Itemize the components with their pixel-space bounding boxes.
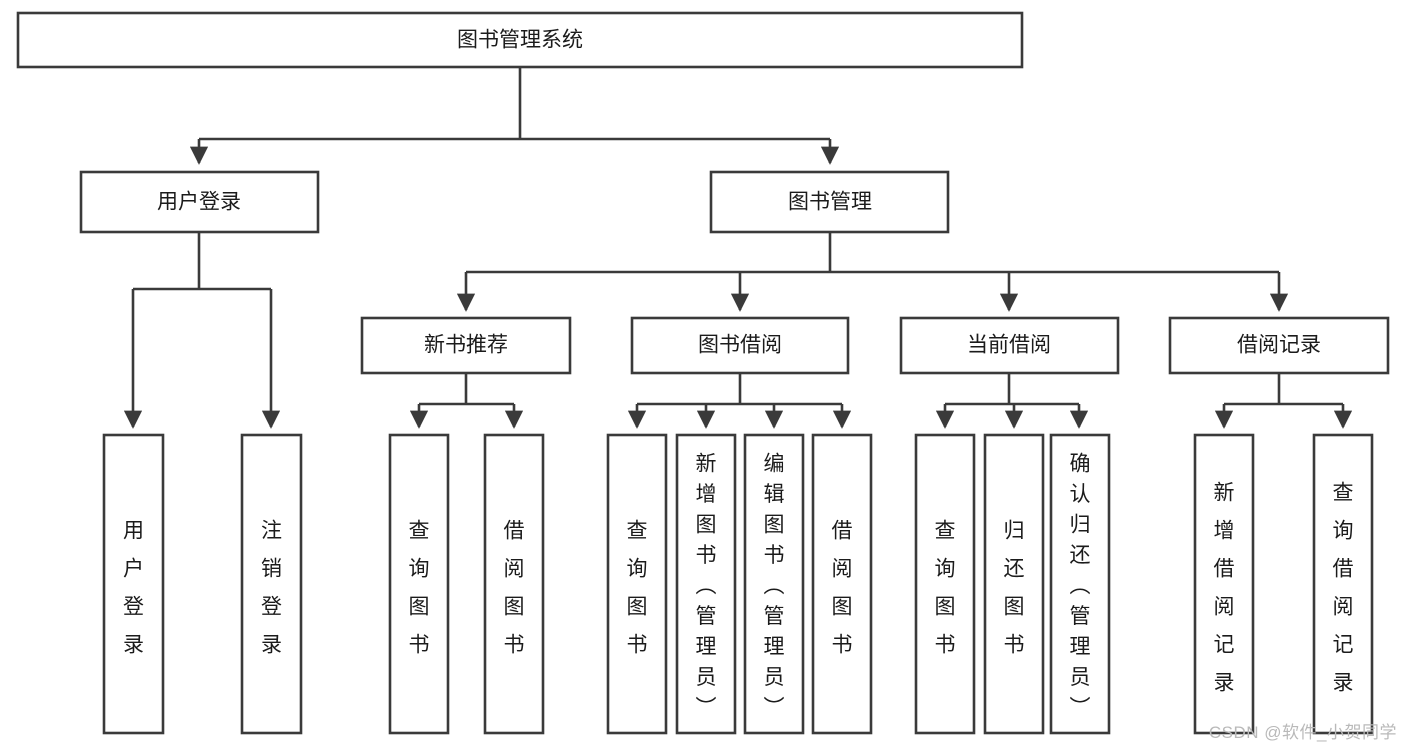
leaf-book-borrow-3[interactable] <box>743 433 805 735</box>
leaf-current-borrow-3[interactable] <box>1049 433 1111 735</box>
node-book-borrow-label: 图书借阅 <box>698 334 782 357</box>
leaf-new-book-1-box[interactable] <box>388 433 450 735</box>
node-borrow-record-box[interactable] <box>1168 316 1390 375</box>
leaf-book-borrow-4-label: 借阅图书 <box>832 520 853 657</box>
leaf-book-borrow-2-box[interactable] <box>675 433 737 735</box>
node-user-login[interactable]: 用户登录 <box>79 170 320 234</box>
leaf-current-borrow-2-box[interactable] <box>983 433 1045 735</box>
leaf-current-borrow-3-label: 确认归还︵管理员︶ <box>1070 453 1091 720</box>
node-root-label: 图书管理系统 <box>457 29 583 52</box>
leaf-user-login-2-box[interactable] <box>240 433 303 735</box>
connector-layer <box>123 67 1353 429</box>
leaf-user-login-1-box[interactable] <box>102 433 165 735</box>
node-book-borrow[interactable]: 图书借阅 <box>630 316 850 375</box>
node-book-manage-label: 图书管理 <box>788 191 872 214</box>
leaf-book-borrow-4-box[interactable] <box>811 433 873 735</box>
node-new-book-recommend-box[interactable] <box>360 316 572 375</box>
node-root-box[interactable] <box>16 11 1024 69</box>
leaf-current-borrow-2-label: 归还图书 <box>1004 520 1025 657</box>
leaf-current-borrow-1-box[interactable] <box>914 433 976 735</box>
leaf-new-book-2-box[interactable] <box>483 433 545 735</box>
leaf-user-login-2-label: 注销登录 <box>261 520 282 657</box>
leaf-book-borrow-1-label: 查询图书 <box>627 520 648 657</box>
node-root[interactable]: 图书管理系统 <box>16 11 1024 69</box>
leaf-new-book-1-label: 查询图书 <box>409 520 430 657</box>
leaf-new-book-2-label: 借阅图书 <box>504 520 525 657</box>
leaf-borrow-record-2-box[interactable] <box>1312 433 1374 735</box>
leaf-borrow-record-2-label: 查询借阅记录 <box>1333 482 1354 695</box>
leaf-book-borrow-1-box[interactable] <box>606 433 668 735</box>
leaf-book-borrow-3-box[interactable] <box>743 433 805 735</box>
leaf-user-login-1[interactable] <box>102 433 165 735</box>
node-borrow-record[interactable]: 借阅记录 <box>1168 316 1390 375</box>
leaf-book-borrow-2-label: 新增图书︵管理员︶ <box>696 453 717 720</box>
leaf-book-borrow-2[interactable] <box>675 433 737 735</box>
node-new-book-recommend[interactable]: 新书推荐 <box>360 316 572 375</box>
leaf-book-borrow-4[interactable] <box>811 433 873 735</box>
leaf-current-borrow-2[interactable] <box>983 433 1045 735</box>
leaf-label-layer: 用户登录 注销登录 查询图书 借阅图书 查询图书 新增图书︵管理员︶ 编辑图书︵管理员︶ 借阅… <box>123 453 1354 720</box>
node-user-login-label: 用户登录 <box>157 191 241 214</box>
leaf-user-login-2[interactable] <box>240 433 303 735</box>
node-new-book-recommend-label: 新书推荐 <box>424 334 508 357</box>
node-current-borrow[interactable]: 当前借阅 <box>899 316 1120 375</box>
node-book-manage-box[interactable] <box>709 170 950 234</box>
leaf-book-borrow-1[interactable] <box>606 433 668 735</box>
node-user-login-box[interactable] <box>79 170 320 234</box>
leaf-book-borrow-3-label: 编辑图书︵管理员︶ <box>764 453 785 720</box>
leaf-current-borrow-3-box[interactable] <box>1049 433 1111 735</box>
node-borrow-record-label: 借阅记录 <box>1237 334 1321 357</box>
node-current-borrow-label: 当前借阅 <box>967 334 1051 357</box>
leaf-current-borrow-1[interactable] <box>914 433 976 735</box>
node-book-manage[interactable]: 图书管理 <box>709 170 950 234</box>
leaf-borrow-record-2[interactable] <box>1312 433 1374 735</box>
node-book-borrow-box[interactable] <box>630 316 850 375</box>
leaf-user-login-1-label: 用户登录 <box>123 520 144 657</box>
node-current-borrow-box[interactable] <box>899 316 1120 375</box>
leaf-new-book-2[interactable] <box>483 433 545 735</box>
leaf-borrow-record-1-box[interactable] <box>1193 433 1255 735</box>
leaf-current-borrow-1-label: 查询图书 <box>935 520 956 657</box>
leaf-borrow-record-1[interactable] <box>1193 433 1255 735</box>
leaf-new-book-1[interactable] <box>388 433 450 735</box>
leaf-borrow-record-1-label: 新增借阅记录 <box>1214 482 1235 695</box>
